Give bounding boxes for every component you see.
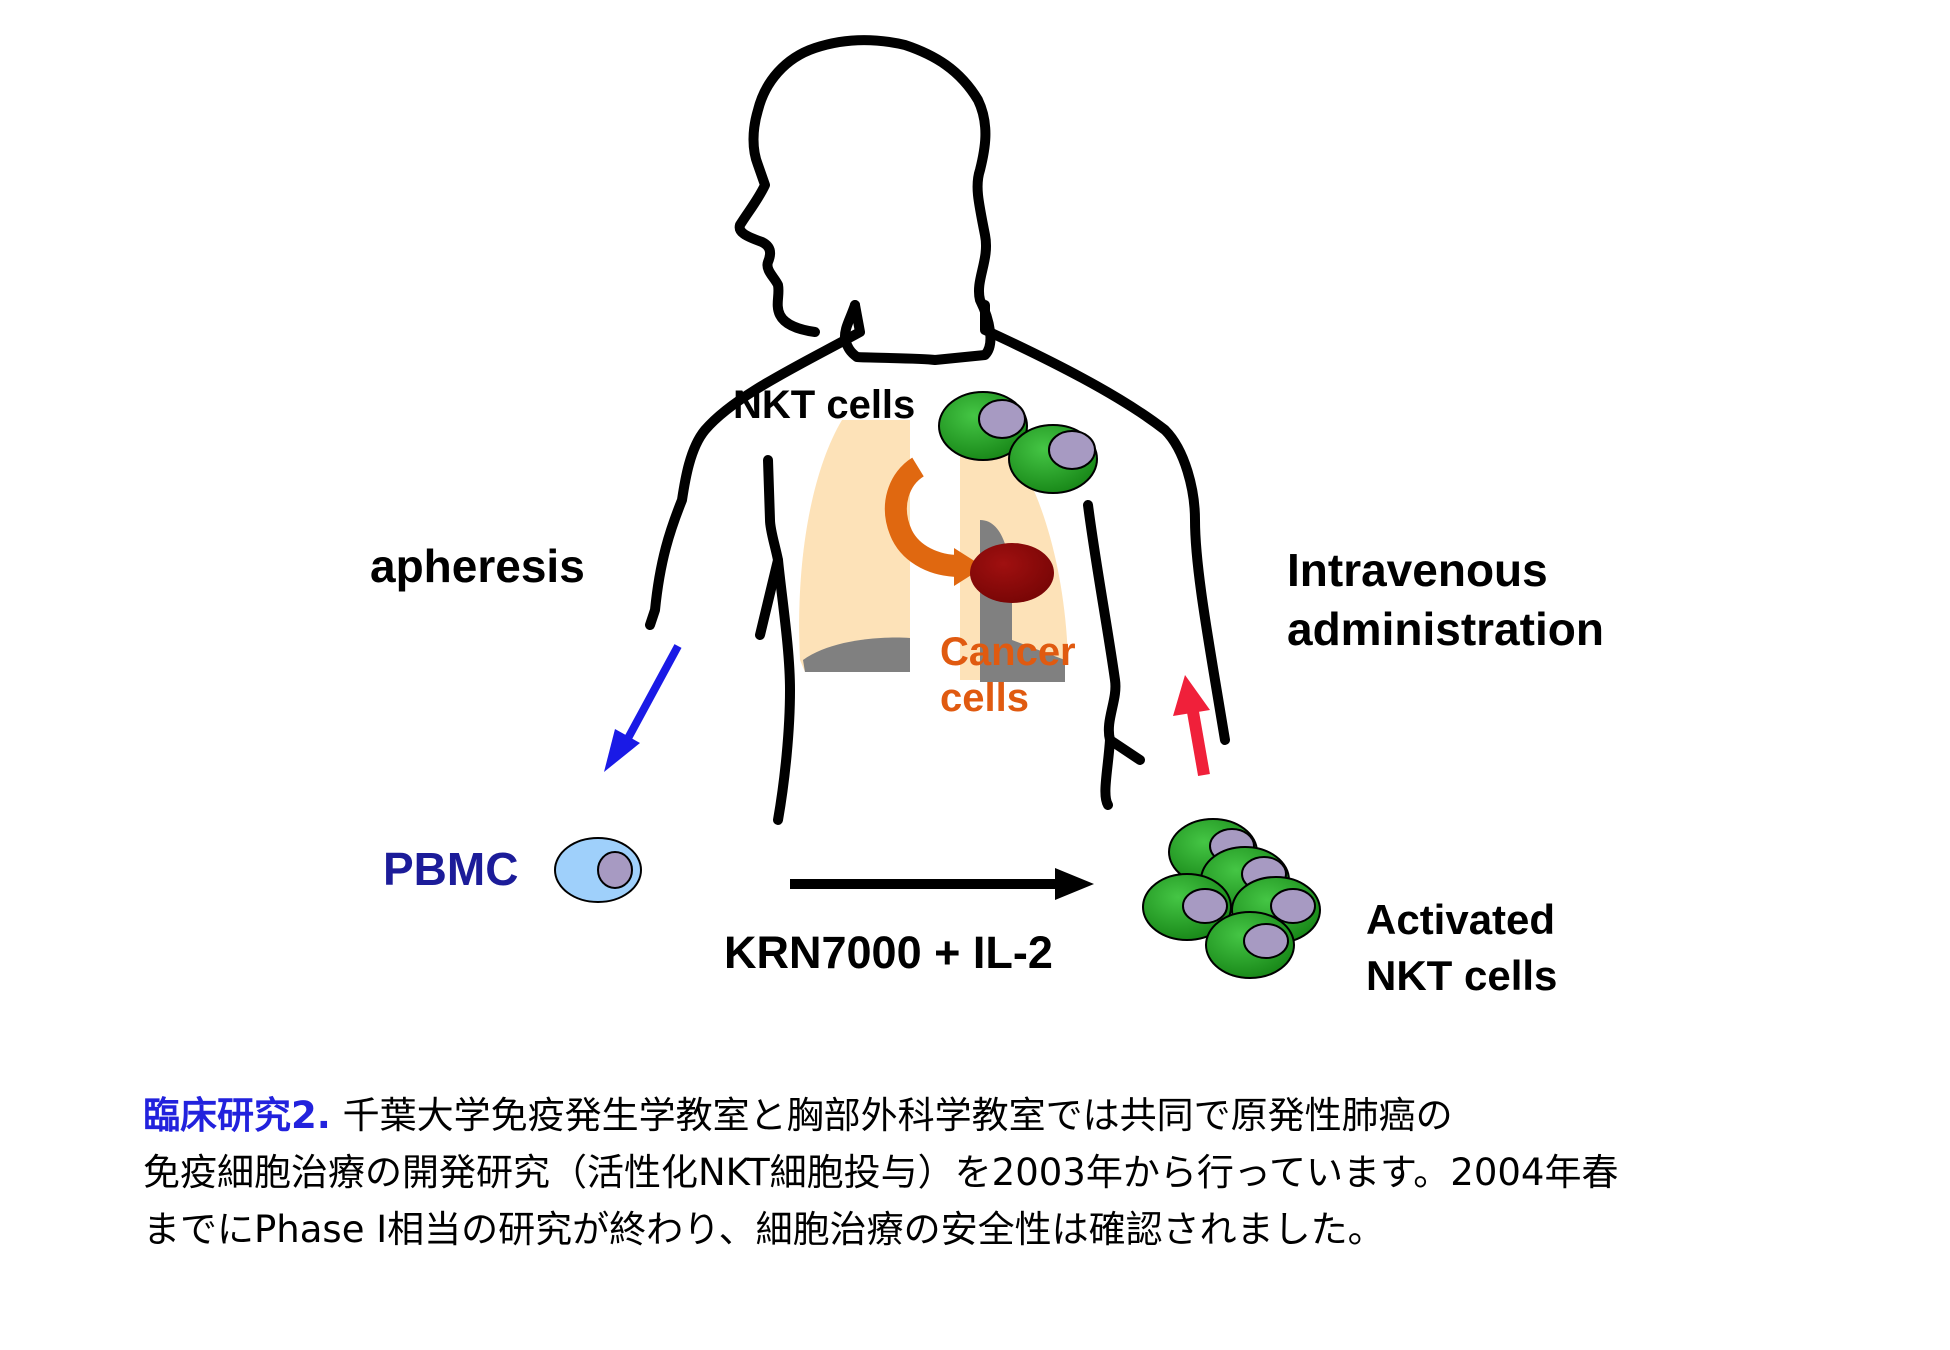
nkt-cell bbox=[1008, 424, 1098, 494]
caption-lead: 臨床研究2. bbox=[143, 1094, 331, 1137]
caption-line-1: 臨床研究2. 千葉大学免疫発生学教室と胸部外科学教室では共同で原発性肺癌の bbox=[143, 1087, 1863, 1144]
krn-label: KRN7000 + IL-2 bbox=[724, 927, 1053, 978]
intravenous-label-line1: Intravenous bbox=[1287, 544, 1548, 596]
cancer-cell bbox=[970, 543, 1054, 603]
pbmc-cell bbox=[554, 837, 642, 903]
killing-arrow bbox=[884, 457, 984, 586]
intravenous-label-line2: administration bbox=[1287, 603, 1604, 655]
caption-line-2: 免疫細胞治療の開発研究（活性化NKT細胞投与）を2003年から行っています。20… bbox=[143, 1151, 1619, 1194]
left-lung-shadow bbox=[803, 637, 910, 672]
head-and-neck-outline bbox=[734, 35, 996, 365]
apheresis-arrow bbox=[604, 644, 682, 772]
apheresis-label: apheresis bbox=[370, 540, 585, 592]
caption-line-3: までにPhase Ⅰ相当の研究が終わり、細胞治療の安全性は確認されました。 bbox=[143, 1208, 1385, 1251]
caption-line1-text: 千葉大学免疫発生学教室と胸部外科学教室では共同で原発性肺癌の bbox=[330, 1094, 1453, 1137]
right-shoulder-outline bbox=[980, 300, 1230, 745]
left-torso-lower bbox=[773, 555, 795, 825]
activated-nkt-cluster bbox=[1142, 818, 1321, 979]
right-torso-lower bbox=[1100, 735, 1115, 810]
process-arrow bbox=[790, 868, 1094, 900]
nkt-cell bbox=[938, 391, 1028, 461]
left-shoulder-outline bbox=[645, 300, 865, 630]
nkt-cell bbox=[1142, 873, 1232, 941]
left-torso-line bbox=[755, 455, 783, 640]
cancer-cells-label-line2: cells bbox=[940, 676, 1029, 720]
activated-label-line2: NKT cells bbox=[1366, 952, 1557, 999]
body-outline bbox=[645, 35, 1230, 825]
intravenous-arrow bbox=[1173, 675, 1210, 777]
nkt-cells-label: NKT cells bbox=[733, 383, 915, 427]
left-lung bbox=[799, 420, 910, 672]
nkt-cell bbox=[1205, 911, 1295, 979]
cancer-cells-label-line1: Cancer bbox=[940, 630, 1076, 674]
caption: 臨床研究2. 千葉大学免疫発生学教室と胸部外科学教室では共同で原発性肺癌の 免疫… bbox=[143, 1087, 1863, 1258]
nkt-cells-chest bbox=[938, 391, 1098, 494]
activated-label-line1: Activated bbox=[1366, 896, 1555, 943]
pbmc-label: PBMC bbox=[383, 843, 518, 895]
right-torso-line bbox=[1083, 500, 1145, 765]
